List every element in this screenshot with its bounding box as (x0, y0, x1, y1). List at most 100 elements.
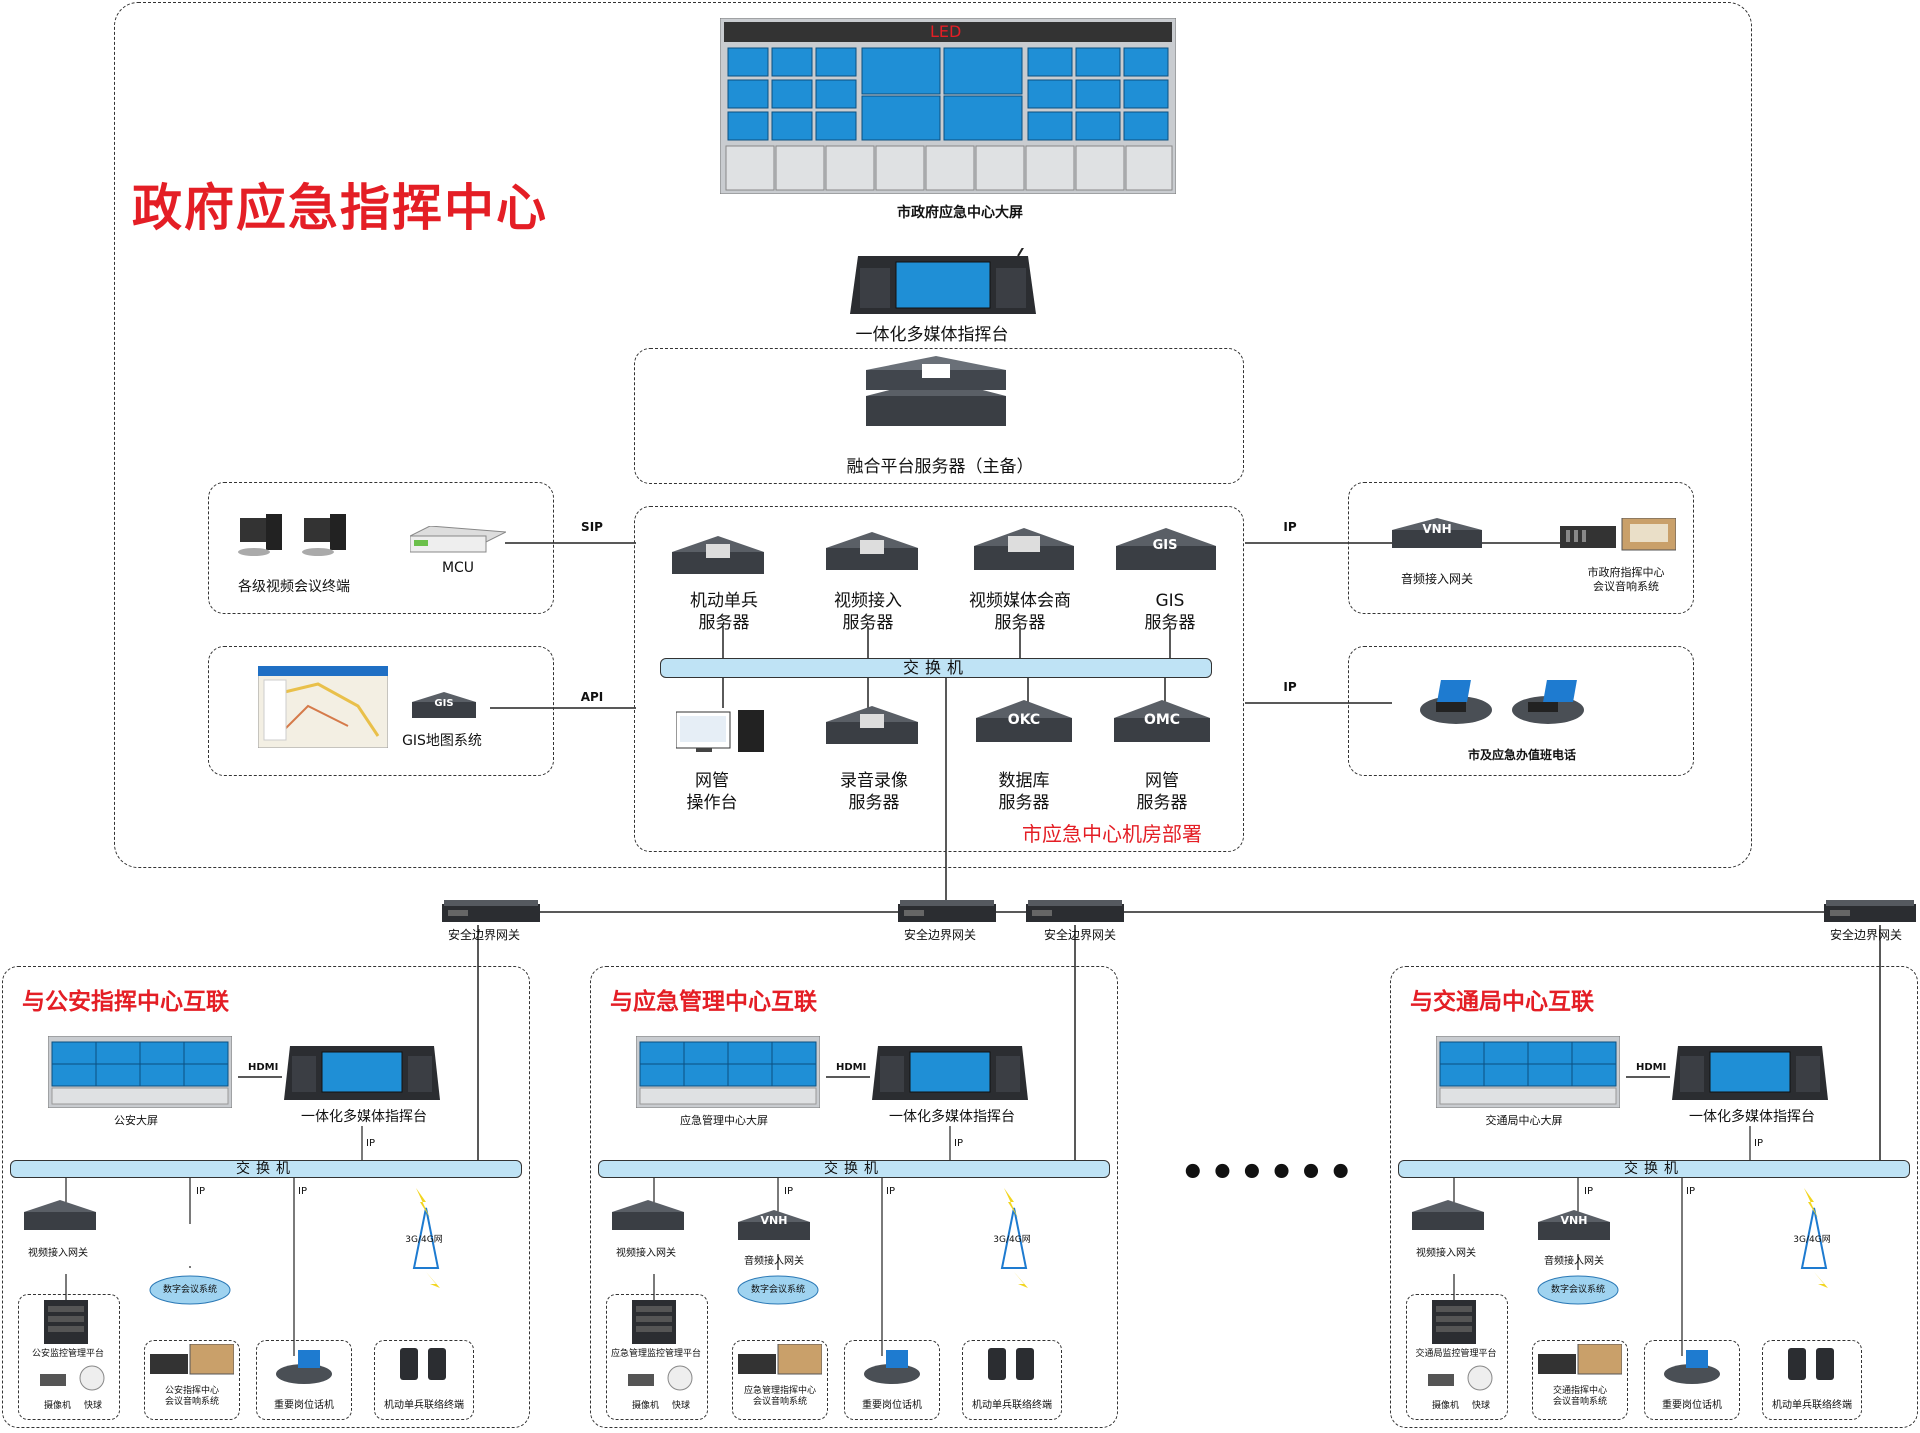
camera-label: 摄像机 (632, 1401, 660, 1411)
mobile-zone (1762, 1340, 1862, 1420)
branch-police: 与公安指挥中心互联 公安大屏 HDMI 一体化多媒体指挥台 IP 交换机 视频接… (0, 966, 540, 1430)
mobile-label: 机动单兵联络终端 (384, 1400, 464, 1411)
security-gateway-4 (1824, 900, 1916, 928)
camera-icon (1428, 1365, 1493, 1391)
post-phone-zone (844, 1340, 940, 1420)
branch-switch-bar: 交换机 (1398, 1160, 1910, 1178)
mobile-terminal-icons (400, 1348, 450, 1386)
server-recording (826, 706, 918, 754)
mobile-zone (374, 1340, 474, 1420)
branch-emergency: 与应急管理中心互联 应急管理中心大屏 HDMI 一体化多媒体指挥台 IP 交换机… (588, 966, 1128, 1430)
platform-label: 应急管理监控管理平台 (610, 1349, 702, 1359)
audio-system-zone (144, 1340, 240, 1420)
branch-title: 与公安指挥中心互联 (22, 989, 229, 1015)
conference-label: 数字会议系统 (750, 1285, 806, 1295)
security-gateway-3-label: 安全边界网关 (1043, 928, 1117, 942)
network-tower (984, 1188, 1044, 1292)
post-phone-icon (1662, 1346, 1722, 1390)
vnh-badge: VNH (760, 1214, 788, 1227)
mobile-label: 机动单兵联络终端 (1772, 1400, 1852, 1411)
ip-label-3: IP (1686, 1186, 1695, 1197)
camera-icon (40, 1365, 105, 1391)
branch-switch-bar: 交换机 (598, 1160, 1110, 1178)
camera-label: 摄像机 (1432, 1401, 1460, 1411)
mixer-icon (150, 1343, 235, 1375)
main-title: 政府应急指挥中心 (132, 178, 548, 237)
video-access-gateway (24, 1200, 96, 1240)
hdmi-label: HDMI (1636, 1062, 1667, 1073)
ip-label-2: IP (784, 1186, 793, 1197)
hdmi-link (826, 1076, 870, 1078)
camera-icons (628, 1362, 698, 1398)
server-video-access-label: 视频接入 服务器 (834, 591, 902, 633)
video-gateway-label: 视频接入网关 (616, 1248, 676, 1259)
video-access-gateway (612, 1200, 684, 1240)
branch-boundary (2, 966, 530, 1428)
desk-phone-icon (864, 1350, 920, 1384)
server-icon (1116, 528, 1216, 570)
audio-system-label: 应急管理指挥中心 会议音响系统 (743, 1386, 817, 1407)
server-mobile-label: 机动单兵 服务器 (690, 591, 758, 633)
server-nms (1114, 700, 1210, 752)
security-gateway-4-label: 安全边界网关 (1829, 928, 1903, 942)
server-database-label: 数据库 服务器 (998, 771, 1050, 813)
gis-badge: GIS (434, 698, 454, 709)
audio-gateway-label: 音频接入网关 (1544, 1256, 1604, 1267)
gateway-device-icon (898, 900, 996, 922)
mobile-terminal-icons (1788, 1348, 1838, 1386)
map-icon (257, 665, 389, 749)
gateway-device-icon (442, 900, 540, 922)
server-icon (974, 528, 1074, 570)
server-icon (612, 1200, 684, 1230)
video-wall-graphic (1435, 1035, 1621, 1109)
ip-label-2: IP (1584, 1186, 1593, 1197)
network-tower (396, 1188, 456, 1292)
branch-screen (1435, 1035, 1621, 1112)
server-room-zone (634, 506, 1244, 852)
pc-terminal-icon (238, 514, 346, 556)
ip-label-bottom: IP (1283, 680, 1297, 694)
rack-icon (44, 1300, 88, 1344)
big-screen-wall: LED (719, 17, 1177, 195)
audio-system-zone (1532, 1340, 1628, 1420)
server-icon (826, 532, 918, 570)
branch-console (870, 1040, 1030, 1106)
camera-icons (1428, 1362, 1498, 1398)
gis-map-screenshot (257, 665, 389, 752)
mcu-label: MCU (441, 560, 475, 576)
gateway-device-icon (1824, 900, 1916, 922)
branch-title: 与应急管理中心互联 (610, 989, 817, 1015)
ip-label-top: IP (1283, 520, 1297, 534)
audio-access-gateway (738, 1210, 810, 1250)
server-media-consult (974, 528, 1074, 580)
branch-boundary (590, 966, 1118, 1428)
platform-zone (606, 1294, 708, 1420)
branch-switch-bar: 交换机 (10, 1160, 522, 1178)
vnh-icon (1392, 518, 1482, 548)
platform-server (1432, 1300, 1476, 1348)
tower-icon (1000, 1188, 1028, 1288)
hdmi-label: HDMI (248, 1062, 279, 1073)
branch-screen-label: 应急管理中心大屏 (680, 1114, 768, 1127)
dome-label: 快球 (1472, 1401, 1491, 1411)
ip-label-3: IP (886, 1186, 895, 1197)
cloud-icon (149, 1275, 231, 1305)
workstation-icon (675, 710, 764, 752)
network-tower (1784, 1188, 1844, 1292)
mobile-terminal-icons (988, 1348, 1038, 1386)
conference-label: 数字会议系统 (1550, 1285, 1606, 1295)
vnh-gateway (1392, 518, 1482, 556)
platform-zone (1406, 1294, 1508, 1420)
hdmi-link (1626, 1076, 1670, 1078)
branch-boundary (1390, 966, 1918, 1428)
handset-icon (400, 1348, 446, 1380)
big-screen-label: 市政府应急中心大屏 (897, 205, 1023, 221)
server-gis (1116, 528, 1216, 580)
conference-cloud (148, 1272, 232, 1310)
desk-phone-icon (1420, 680, 1584, 724)
security-gateway-2-label: 安全边界网关 (903, 928, 977, 942)
post-phone-label: 重要岗位话机 (862, 1400, 922, 1411)
server-nms-label: 网管 服务器 (1136, 771, 1188, 813)
server-recording-label: 录音录像 服务器 (840, 771, 908, 813)
post-phone-zone (256, 1340, 352, 1420)
